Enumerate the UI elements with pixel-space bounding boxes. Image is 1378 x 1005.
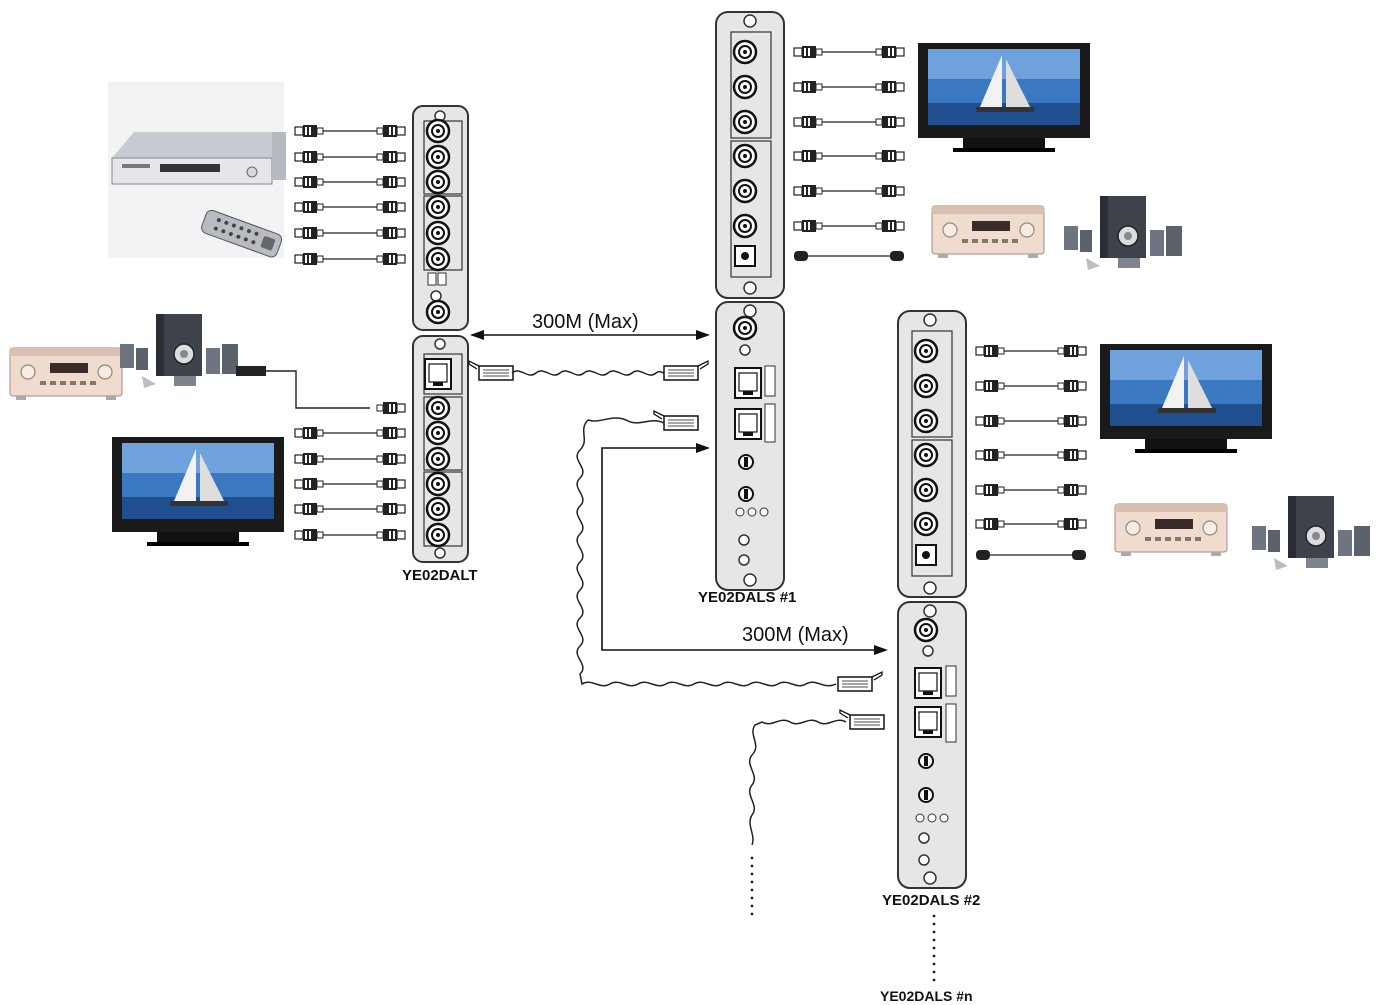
transmitter-input-panel bbox=[412, 105, 469, 331]
speaker-system-icon bbox=[1251, 495, 1371, 571]
av-receiver-icon bbox=[931, 205, 1045, 259]
dvd-cables bbox=[295, 125, 405, 265]
cat5-cable-3 bbox=[749, 709, 885, 846]
tv-cables bbox=[295, 427, 405, 541]
transmitter-label: YE02DALT bbox=[402, 567, 478, 584]
flat-panel-tv-icon bbox=[1100, 344, 1272, 453]
transmitter-output-panel bbox=[412, 335, 469, 563]
receiver-1-output-panel bbox=[715, 11, 785, 299]
coaxial-cable bbox=[236, 366, 406, 415]
distance-arrow-1 bbox=[470, 330, 710, 340]
receiver-n-label: YE02DALS #n bbox=[880, 988, 973, 1004]
av-receiver-icon bbox=[1114, 503, 1228, 557]
flat-panel-tv-icon bbox=[918, 43, 1090, 152]
cat5-cable-1 bbox=[468, 360, 709, 381]
flat-panel-tv-icon bbox=[112, 437, 284, 546]
distance-label-2: 300M (Max) bbox=[742, 624, 849, 646]
receiver-1-input-panel bbox=[715, 301, 785, 591]
receiver-2-input-panel bbox=[897, 601, 967, 889]
av-receiver-icon bbox=[9, 347, 123, 401]
receiver-2-label: YE02DALS #2 bbox=[882, 892, 981, 909]
distance-arrow-2 bbox=[601, 443, 888, 655]
dvd-player-icon bbox=[108, 82, 287, 260]
distance-label-1: 300M (Max) bbox=[532, 311, 639, 333]
receiver-2-output-cables bbox=[975, 345, 1087, 561]
continuation-dots-2 bbox=[932, 914, 936, 982]
receiver-1-label: YE02DALS #1 bbox=[698, 589, 797, 606]
receiver-2-output-panel bbox=[897, 310, 967, 598]
continuation-dots-1 bbox=[750, 856, 754, 916]
speaker-system-icon bbox=[1063, 195, 1183, 271]
receiver-1-output-cables bbox=[793, 46, 905, 262]
speaker-system-icon bbox=[119, 313, 239, 389]
cat5-cable-2 bbox=[576, 410, 883, 692]
